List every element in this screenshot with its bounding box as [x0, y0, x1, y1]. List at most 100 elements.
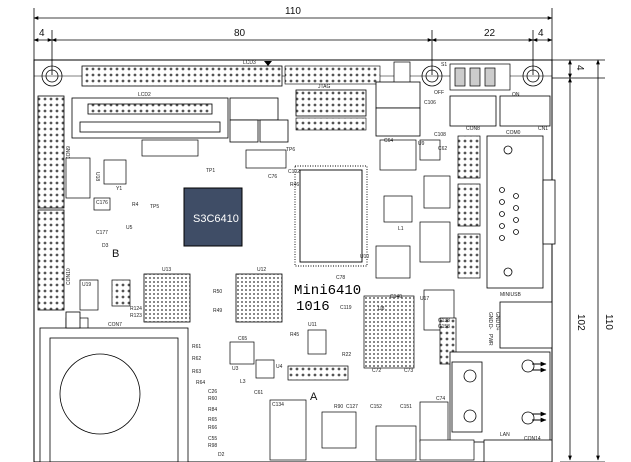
- label-r124: R124: [130, 306, 142, 312]
- label-r45: R45: [290, 332, 299, 338]
- label-c102: C102: [288, 169, 300, 175]
- dim-right-width: 22: [484, 28, 496, 39]
- label-r84: R84: [208, 407, 217, 413]
- label-c76: C76: [268, 174, 277, 180]
- label-con7: CON7: [108, 322, 122, 328]
- lcd2-connector: [71, 97, 229, 139]
- label-y1: Y1: [116, 186, 122, 192]
- usb-lan-connectors: [449, 301, 553, 462]
- area-a-label: A: [310, 391, 318, 403]
- label-dplus: D+: [494, 324, 500, 331]
- mounting-holes: [41, 65, 544, 87]
- dim-height-inner: 102: [575, 314, 586, 331]
- label-l3: L3: [240, 379, 246, 385]
- label-lcd3: LCD3: [243, 60, 256, 66]
- label-com0: COM0: [506, 130, 521, 136]
- label-r62: R62: [192, 356, 201, 362]
- label-off: OFF: [434, 90, 444, 96]
- model-line1: Mini6410: [294, 283, 361, 299]
- label-r66: R66: [208, 425, 217, 431]
- regulator-block: [229, 81, 421, 143]
- label-d2: D2: [218, 452, 225, 458]
- label-u17: U17: [420, 296, 429, 302]
- lcd3-header: [81, 61, 381, 87]
- label-c74: C74: [436, 396, 445, 402]
- left-headers: [37, 95, 65, 311]
- label-l1: L1: [398, 226, 404, 232]
- label-r4: R4: [132, 202, 139, 208]
- dim-total-width: 110: [285, 6, 301, 17]
- label-c108: C108: [434, 132, 446, 138]
- label-c64: C64: [384, 138, 393, 144]
- dim-left-margin: 4: [39, 28, 45, 39]
- label-c176: C176: [96, 200, 108, 206]
- dim-inner-width: 80: [234, 28, 246, 39]
- dim-top-offset: 4: [574, 65, 585, 71]
- label-gnd1: GND: [487, 312, 493, 324]
- label-c72: C72: [372, 368, 381, 374]
- label-on: ON: [512, 92, 520, 98]
- label-u3: U3: [232, 366, 239, 372]
- label-r123: R123: [130, 313, 142, 319]
- label-u13: U13: [162, 267, 171, 273]
- label-c61: C61: [254, 390, 263, 396]
- label-c152: C152: [370, 404, 382, 410]
- label-c65: C65: [238, 336, 247, 342]
- label-s1: S1: [441, 62, 447, 68]
- model-line2: 1016: [296, 299, 330, 315]
- label-con8: CON8: [466, 126, 480, 132]
- label-c127: C127: [346, 404, 358, 410]
- label-c26: C26: [208, 389, 217, 395]
- label-tp6: TP6: [286, 147, 295, 153]
- lan-indicators: [532, 361, 547, 423]
- label-jtag: JTAG: [318, 84, 331, 90]
- label-tp1: TP1: [206, 168, 215, 174]
- pcb-outline: [33, 59, 553, 462]
- label-cn1: CN1: [538, 126, 548, 132]
- label-d3: D3: [102, 243, 109, 249]
- label-c158: C158: [438, 324, 450, 330]
- label-r64: R64: [196, 380, 205, 386]
- serial-headers: [457, 135, 481, 279]
- area-b-label: B: [112, 248, 119, 260]
- u10-chip: [294, 165, 368, 267]
- label-con10: CON10: [66, 268, 72, 285]
- jtag-header: [295, 89, 367, 131]
- label-r46: R46: [290, 182, 299, 188]
- label-r49: R49: [213, 308, 222, 314]
- label-gnd2: GND: [494, 312, 500, 324]
- label-c138: C138: [438, 318, 450, 324]
- label-c119: C119: [340, 305, 352, 311]
- label-tp5: TP5: [150, 204, 159, 210]
- label-c73: C73: [404, 368, 413, 374]
- label-lan: LAN: [500, 432, 510, 438]
- label-r50: R50: [213, 289, 222, 295]
- left-components: [65, 139, 199, 331]
- label-c62: C62: [438, 146, 447, 152]
- label-u18: U18: [94, 172, 100, 181]
- soc-chip: [183, 187, 243, 247]
- label-miniusb: MINIUSB: [500, 292, 522, 298]
- com0-connector: [486, 135, 556, 289]
- label-c177: C177: [96, 230, 108, 236]
- label-c151: C151: [400, 404, 412, 410]
- label-r65: R65: [208, 417, 217, 423]
- label-dminus: D-: [487, 324, 493, 330]
- label-r63: R63: [192, 369, 201, 375]
- sd-card-slot: [39, 311, 189, 462]
- label-r61: R61: [192, 344, 201, 350]
- label-u11: U11: [308, 322, 317, 328]
- label-con9: CON9: [66, 146, 72, 160]
- label-u12: U12: [257, 267, 266, 273]
- memory-chips: [143, 273, 283, 323]
- label-u4: U4: [276, 364, 283, 370]
- label-pwr: PWR: [487, 334, 493, 346]
- label-c106: C106: [424, 100, 436, 106]
- dimension-annotations: [33, 8, 605, 462]
- label-con14: CON14: [524, 436, 541, 442]
- label-c78: C78: [336, 275, 345, 281]
- label-u5: U5: [126, 225, 133, 231]
- label-u19: U19: [82, 282, 91, 288]
- mid-components: [229, 295, 417, 461]
- dim-height-total: 110: [603, 314, 614, 330]
